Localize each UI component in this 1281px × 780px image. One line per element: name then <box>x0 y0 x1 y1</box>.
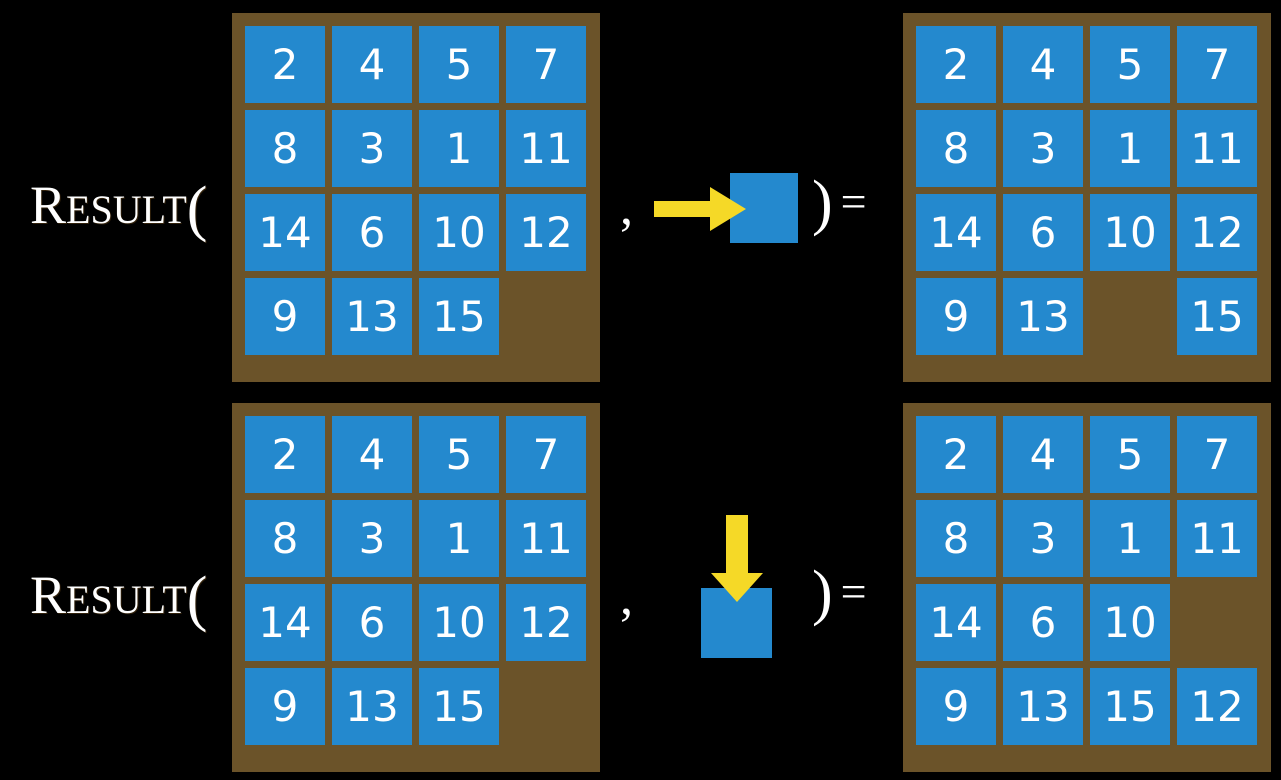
tile[interactable]: 13 <box>332 278 412 355</box>
tile[interactable]: 15 <box>1090 668 1170 745</box>
tile[interactable]: 5 <box>1090 416 1170 493</box>
argument-separator-comma-row-1: , <box>620 179 633 236</box>
tile[interactable]: 6 <box>1003 584 1083 661</box>
tile[interactable]: 12 <box>506 584 586 661</box>
tile[interactable]: 14 <box>245 194 325 271</box>
arrow-right-icon <box>654 187 746 231</box>
tile[interactable]: 4 <box>1003 416 1083 493</box>
argument-separator-comma-row-2: , <box>620 569 633 626</box>
result-label-capital: R <box>30 175 67 235</box>
tile[interactable]: 5 <box>419 26 499 103</box>
equals-sign: = <box>840 176 867 227</box>
tile[interactable]: 12 <box>506 194 586 271</box>
tile[interactable]: 2 <box>916 416 996 493</box>
tile[interactable]: 3 <box>1003 500 1083 577</box>
tile[interactable]: 1 <box>419 110 499 187</box>
tile[interactable]: 13 <box>1003 668 1083 745</box>
tile[interactable]: 2 <box>916 26 996 103</box>
close-paren: ) <box>812 559 833 627</box>
tile[interactable]: 3 <box>332 110 412 187</box>
result-open-paren: ( <box>186 175 208 243</box>
tile[interactable]: 11 <box>506 110 586 187</box>
output-board-row-2[interactable]: 2 4 5 7 8 3 1 11 14 6 10 9 13 15 12 <box>903 403 1271 772</box>
result-label-row-1: RESULT( <box>30 172 207 240</box>
tile[interactable]: 13 <box>332 668 412 745</box>
result-open-paren: ( <box>186 565 208 633</box>
blank-cell <box>1090 278 1170 355</box>
result-label-rest: ESULT <box>66 187 187 232</box>
tile[interactable]: 8 <box>916 500 996 577</box>
tile[interactable]: 8 <box>245 500 325 577</box>
tile[interactable]: 11 <box>1177 110 1257 187</box>
tile[interactable]: 8 <box>245 110 325 187</box>
tile[interactable]: 9 <box>245 278 325 355</box>
tile[interactable]: 2 <box>245 416 325 493</box>
tile[interactable]: 14 <box>916 584 996 661</box>
tile[interactable]: 9 <box>916 668 996 745</box>
tile[interactable]: 6 <box>332 584 412 661</box>
tile[interactable]: 15 <box>419 278 499 355</box>
slide-down-action[interactable] <box>690 510 800 670</box>
tile[interactable]: 1 <box>419 500 499 577</box>
tile[interactable]: 10 <box>419 194 499 271</box>
tile[interactable]: 6 <box>332 194 412 271</box>
result-label-row-2: RESULT( <box>30 562 207 630</box>
input-board-row-1[interactable]: 2 4 5 7 8 3 1 11 14 6 10 12 9 13 15 <box>232 13 600 382</box>
tile[interactable]: 7 <box>506 26 586 103</box>
tile[interactable]: 8 <box>916 110 996 187</box>
arrow-down-icon <box>711 515 763 602</box>
tile[interactable]: 3 <box>1003 110 1083 187</box>
tile[interactable]: 6 <box>1003 194 1083 271</box>
tile[interactable]: 12 <box>1177 194 1257 271</box>
slide-right-action[interactable] <box>650 165 810 255</box>
tile[interactable]: 9 <box>916 278 996 355</box>
tile[interactable]: 2 <box>245 26 325 103</box>
tile[interactable]: 4 <box>1003 26 1083 103</box>
tile[interactable]: 11 <box>506 500 586 577</box>
tile[interactable]: 7 <box>506 416 586 493</box>
tile[interactable]: 1 <box>1090 110 1170 187</box>
blank-cell <box>506 668 586 745</box>
input-board-row-2[interactable]: 2 4 5 7 8 3 1 11 14 6 10 12 9 13 15 <box>232 403 600 772</box>
tile[interactable]: 5 <box>1090 26 1170 103</box>
tile[interactable]: 3 <box>332 500 412 577</box>
tile[interactable]: 7 <box>1177 26 1257 103</box>
tile[interactable]: 13 <box>1003 278 1083 355</box>
result-label-capital: R <box>30 565 67 625</box>
tile[interactable]: 12 <box>1177 668 1257 745</box>
blank-cell <box>506 278 586 355</box>
blank-cell <box>1177 584 1257 661</box>
tile[interactable]: 10 <box>419 584 499 661</box>
tile[interactable]: 1 <box>1090 500 1170 577</box>
tile[interactable]: 7 <box>1177 416 1257 493</box>
tile[interactable]: 14 <box>245 584 325 661</box>
output-board-row-1[interactable]: 2 4 5 7 8 3 1 11 14 6 10 12 9 13 15 <box>903 13 1271 382</box>
tile[interactable]: 4 <box>332 416 412 493</box>
tile[interactable]: 5 <box>419 416 499 493</box>
equals-sign: = <box>840 566 867 617</box>
tile[interactable]: 9 <box>245 668 325 745</box>
tile[interactable]: 11 <box>1177 500 1257 577</box>
close-paren-equals-row-1: )= <box>812 172 867 234</box>
tile[interactable]: 4 <box>332 26 412 103</box>
tile[interactable]: 15 <box>419 668 499 745</box>
tile[interactable]: 14 <box>916 194 996 271</box>
close-paren-equals-row-2: )= <box>812 562 867 624</box>
close-paren: ) <box>812 169 833 237</box>
tile[interactable]: 10 <box>1090 584 1170 661</box>
tile[interactable]: 10 <box>1090 194 1170 271</box>
result-label-rest: ESULT <box>66 577 187 622</box>
tile[interactable]: 15 <box>1177 278 1257 355</box>
